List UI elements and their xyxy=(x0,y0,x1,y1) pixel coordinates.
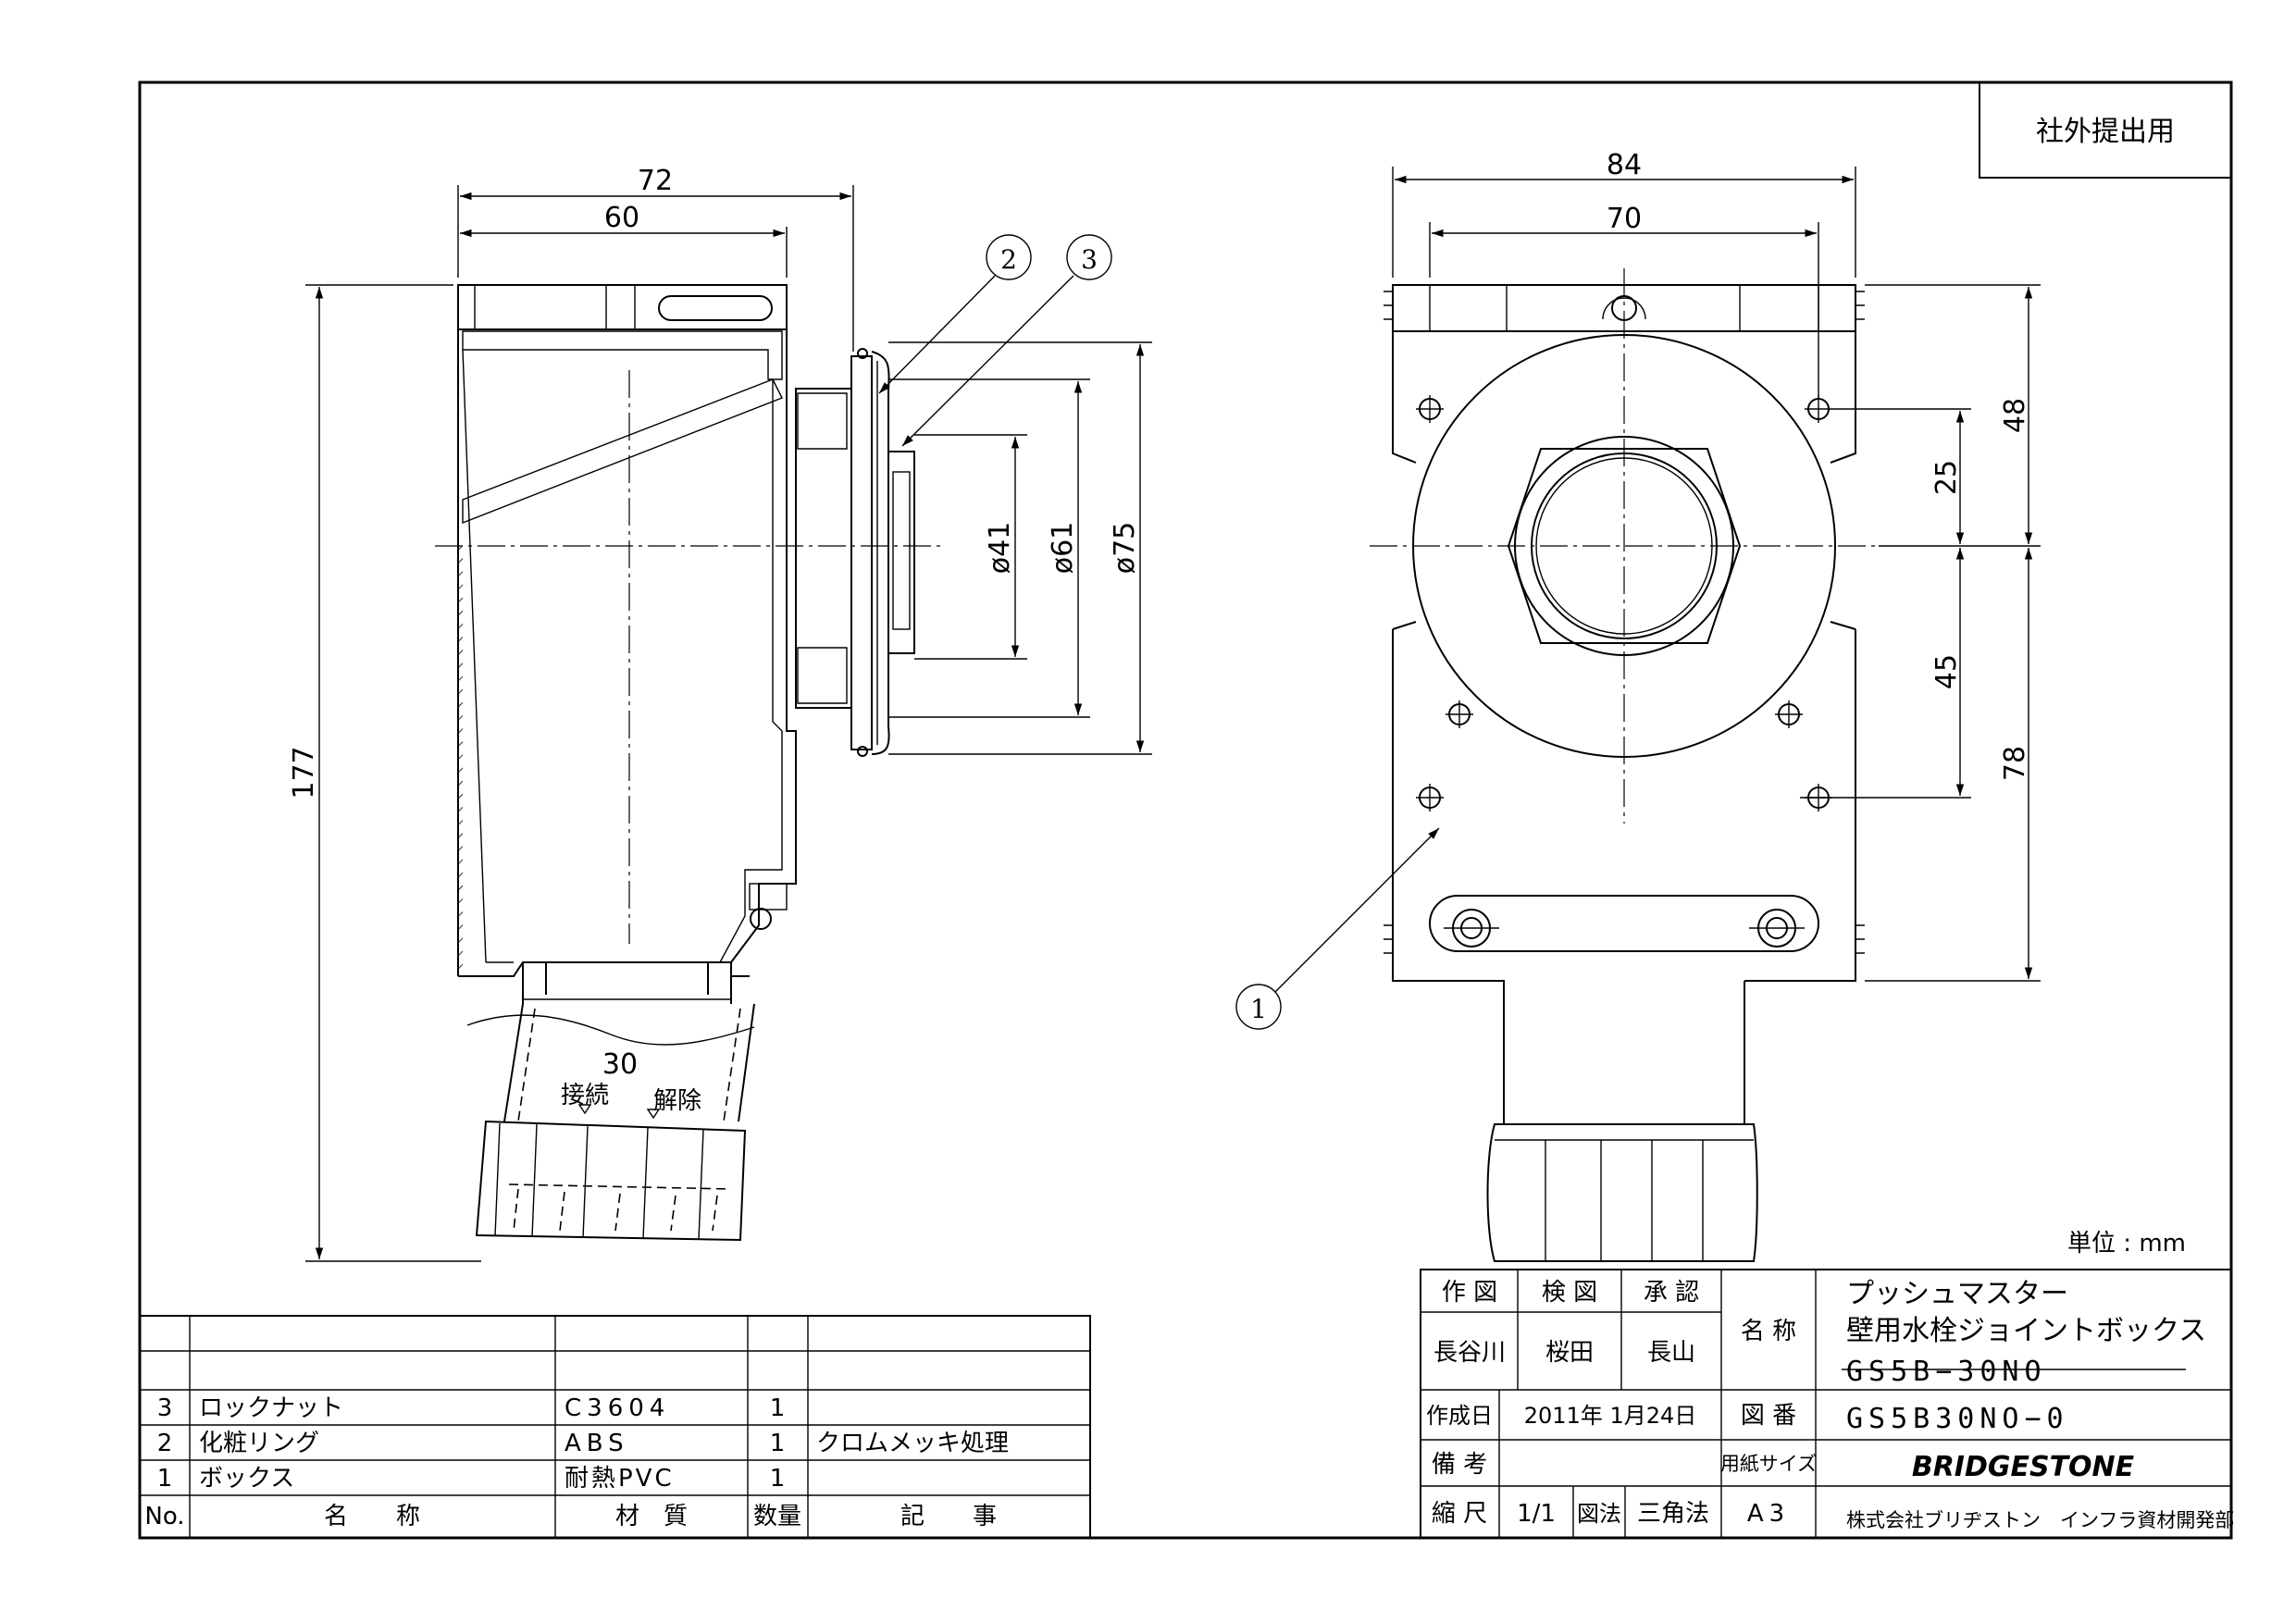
bridgestone-logo: BRIDGESTONE xyxy=(1912,1451,2135,1483)
svg-text:記 事: 記 事 xyxy=(900,1503,997,1530)
drawing-no-label: 図 番 xyxy=(1741,1402,1796,1430)
front-mount-holes xyxy=(1416,395,1832,812)
product-name-2: 壁用水栓ジョイントボックス xyxy=(1846,1315,2206,1347)
dim-78: 78 xyxy=(1999,746,2031,781)
svg-text:2: 2 xyxy=(157,1430,173,1457)
drawn-by: 長谷川 xyxy=(1433,1339,1506,1367)
name-label: 名 称 xyxy=(1741,1318,1796,1345)
svg-text:C3604: C3604 xyxy=(565,1394,670,1422)
svg-text:耐熱PVC: 耐熱PVC xyxy=(565,1465,675,1493)
side-boss-hole xyxy=(750,908,772,930)
svg-text:数量: 数量 xyxy=(753,1503,801,1530)
parts-table: 3 ロックナット C3604 1 2 化粧リング ABS 1 クロムメッキ処理 … xyxy=(139,1315,1091,1539)
drawing-frame xyxy=(138,81,2233,1540)
checked-by: 桜田 xyxy=(1545,1339,1594,1367)
approved-by: 長山 xyxy=(1647,1339,1695,1367)
created-label: 作成日 xyxy=(1426,1403,1493,1429)
nut-release-label: 解除 xyxy=(653,1087,701,1115)
drawn-label: 作 図 xyxy=(1442,1279,1497,1307)
company-dept: 株式会社ブリヂストン インフラ資材開発部 xyxy=(1846,1509,2234,1531)
dim-70: 70 xyxy=(1607,203,1642,235)
dim-25: 25 xyxy=(1930,460,1963,495)
paper-size: A3 xyxy=(1747,1500,1790,1528)
dim-84: 84 xyxy=(1607,149,1642,181)
dim-60: 60 xyxy=(604,202,639,234)
svg-text:クロムメッキ処理: クロムメッキ処理 xyxy=(816,1430,1009,1457)
dim-177: 177 xyxy=(288,746,320,799)
remarks-label: 備 考 xyxy=(1432,1451,1487,1479)
front-bottom-bar xyxy=(1429,895,1819,952)
callout-2: 2 xyxy=(878,234,1032,394)
front-nut xyxy=(1486,1123,1758,1262)
parts-row-1: 1 ボックス 耐熱PVC 1 xyxy=(157,1465,786,1493)
stamp-text: 社外提出用 xyxy=(2036,116,2175,148)
approved-label: 承 認 xyxy=(1644,1279,1699,1307)
nut-size-label: 30 xyxy=(602,1048,638,1081)
front-dimensions: 84 70 48 25 45 78 xyxy=(1392,149,2041,982)
unit-note: 単位 : mm xyxy=(2067,1230,2186,1258)
svg-text:1: 1 xyxy=(770,1394,786,1422)
title-block: 作 図 検 図 承 認 長谷川 桜田 長山 名 称 プッシュマスター 壁用水栓ジ… xyxy=(1420,1269,2234,1539)
scale-label: 縮 尺 xyxy=(1432,1500,1487,1528)
svg-text:ボックス: ボックス xyxy=(199,1465,294,1493)
dim-72: 72 xyxy=(638,165,673,197)
callout-1: 1 xyxy=(1235,827,1440,1030)
model-number: GS5B−30NO xyxy=(1846,1356,2047,1388)
svg-text:1: 1 xyxy=(770,1465,786,1493)
paper-size-label: 用紙サイズ xyxy=(1720,1453,1817,1475)
svg-text:材 質: 材 質 xyxy=(615,1503,688,1530)
side-slot xyxy=(658,295,773,321)
svg-text:2: 2 xyxy=(1000,244,1017,275)
dim-dia41: ø41 xyxy=(984,522,1016,575)
projection-label: 図法 xyxy=(1577,1501,1621,1527)
product-name-1: プッシュマスター xyxy=(1846,1278,2068,1310)
svg-text:1: 1 xyxy=(157,1465,173,1493)
parts-header: No. 名 称 材 質 数量 記 事 xyxy=(144,1503,997,1530)
drawing-no: GS5B30NO−0 xyxy=(1846,1403,2069,1435)
callout-3: 3 xyxy=(901,234,1112,447)
svg-text:名 称: 名 称 xyxy=(324,1503,420,1530)
side-top-flange xyxy=(457,284,788,330)
svg-text:1: 1 xyxy=(1250,994,1267,1024)
dim-45: 45 xyxy=(1930,654,1963,689)
svg-text:1: 1 xyxy=(770,1430,786,1457)
dim-dia75: ø75 xyxy=(1109,522,1141,575)
side-view: 30 接続 解除 xyxy=(435,284,944,1242)
projection-value: 三角法 xyxy=(1637,1500,1709,1528)
svg-text:ABS: ABS xyxy=(565,1430,629,1457)
svg-text:3: 3 xyxy=(157,1394,173,1422)
svg-text:3: 3 xyxy=(1081,244,1098,275)
stamp-box: 社外提出用 xyxy=(1979,82,2231,179)
svg-text:ロックナット: ロックナット xyxy=(199,1394,343,1422)
dim-48: 48 xyxy=(1999,398,2031,433)
front-view xyxy=(1370,268,1879,1262)
checked-label: 検 図 xyxy=(1542,1279,1597,1307)
dim-dia61: ø61 xyxy=(1047,522,1079,575)
svg-text:化粧リング: 化粧リング xyxy=(199,1430,319,1457)
parts-row-2: 2 化粧リング ABS 1 クロムメッキ処理 xyxy=(157,1430,1009,1457)
side-nut xyxy=(475,1120,747,1242)
created-date: 2011年 1月24日 xyxy=(1524,1403,1697,1429)
side-dimensions: 72 60 177 ø41 ø61 ø75 xyxy=(288,165,1152,1262)
svg-text:No.: No. xyxy=(144,1503,184,1530)
parts-row-3: 3 ロックナット C3604 1 xyxy=(157,1394,786,1422)
scale-value: 1/1 xyxy=(1517,1500,1556,1528)
